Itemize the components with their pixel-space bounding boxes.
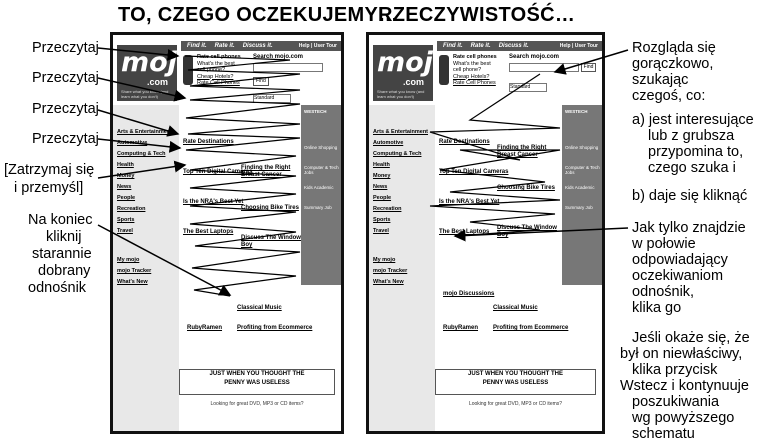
scan-label-line3: szukając: [632, 72, 689, 88]
looking-link: Looking for great DVD, MP3 or CD items?: [210, 401, 304, 407]
pointer-found: [453, 227, 629, 242]
nav-bar: Find it.Rate it.Discuss it.: [181, 41, 341, 51]
pointer-read-1: [97, 47, 180, 61]
stop-label-line2: i przemyśl]: [14, 180, 84, 196]
sidebar-ads: WESTECH Online Shopping Computer & Tech …: [562, 105, 602, 285]
criteria-b: b) daje się kliknąć: [632, 188, 748, 204]
read-label-1: Przeczytaj: [32, 40, 99, 56]
bottom-area: Classical Music Profiting from Ecommerce…: [187, 305, 313, 331]
scanning-path: [429, 73, 561, 237]
phone-promo: Rate cell phones What's the best cell ph…: [453, 54, 497, 86]
help-link: Help | User Tour: [559, 43, 598, 49]
wrong-label-line7: schematu: [632, 426, 695, 442]
pointer-click: [97, 224, 232, 296]
scan-label-line4: czegoś, co:: [632, 88, 706, 104]
scan-label-line1: Rozgląda się: [632, 40, 716, 56]
click-label-line4: dobrany: [38, 263, 91, 279]
found-label-line3: odpowiadający: [632, 252, 728, 268]
read-label-3: Przeczytaj: [32, 101, 99, 117]
nav-bar: Find it.Rate it.Discuss it.: [437, 41, 602, 51]
reading-path: [184, 55, 301, 297]
wrong-label-line3: klika przycisk: [632, 362, 718, 378]
wrong-label-line1: Jeśli okaże się, że: [632, 330, 750, 346]
click-label-line1: Na koniec: [28, 212, 93, 228]
stop-label-line1: [Zatrzymaj się: [4, 162, 95, 178]
wrong-label-line5: poszukiwania: [632, 394, 720, 410]
wrong-label-line6: wg powyższego: [632, 410, 735, 426]
category-column: Arts & Entertainment Automotive Computin…: [369, 105, 435, 431]
found-label-line4: oczekiwaniom: [632, 268, 724, 284]
phone-icon: [439, 55, 449, 85]
read-label-4: Przeczytaj: [32, 131, 99, 147]
found-label-line1: Jak tylko znajdzie: [632, 220, 746, 236]
mojo-logo: mojo .com Share what you know (and learn…: [373, 45, 452, 101]
pointer-scan: [553, 49, 629, 75]
looking-link: Looking for great DVD, MP3 or CD items?: [468, 401, 563, 407]
mojo-logo: mojo .com Share what you know (and learn…: [117, 45, 196, 101]
wrong-label-line2: był on niewłaściwy,: [620, 346, 743, 362]
reality-heading: RZECZYWISTOŚĆ…: [378, 4, 576, 26]
sidebar-ads: WESTECH Online Shopping Computer & Tech …: [301, 105, 341, 285]
bottom-area: mojo Discussions Classical Music Profiti…: [443, 291, 569, 331]
pointer-read-4: [97, 138, 182, 153]
click-label-line5: odnośnik: [28, 280, 87, 296]
criteria-a-line1: a) jest interesujące: [632, 112, 754, 128]
read-label-2: Przeczytaj: [32, 70, 99, 86]
criteria-a-line3: przypomina to,: [648, 144, 744, 160]
found-label-line5: odnośnik,: [632, 284, 695, 300]
found-label-line6: klika go: [632, 300, 682, 316]
click-label-line3: starannie: [32, 246, 92, 262]
found-label-line2: w połowie: [632, 236, 696, 252]
pointer-stop: [97, 160, 187, 179]
category-column: Arts & Entertainment Automotive Computin…: [113, 105, 179, 431]
expectation-heading: TO, CZEGO OCZEKUJEMY…: [118, 4, 399, 26]
click-label-line2: kliknij: [46, 229, 82, 245]
criteria-a-line4: czego szuka i: [648, 160, 736, 176]
pointer-read-3: [97, 109, 180, 137]
scan-label-line2: gorączkowo,: [632, 56, 714, 72]
reality-scanning-screenshot: mojo .com Share what you know (and learn…: [366, 32, 605, 434]
help-link: Help | User Tour: [298, 43, 337, 49]
pointer-read-2: [97, 77, 187, 102]
criteria-a-line2: lub z grubsza: [648, 128, 735, 144]
wrong-label-line4: Wstecz i kontynuuje: [620, 378, 749, 394]
expected-reading-screenshot: mojo .com Share what you know (and learn…: [110, 32, 344, 434]
